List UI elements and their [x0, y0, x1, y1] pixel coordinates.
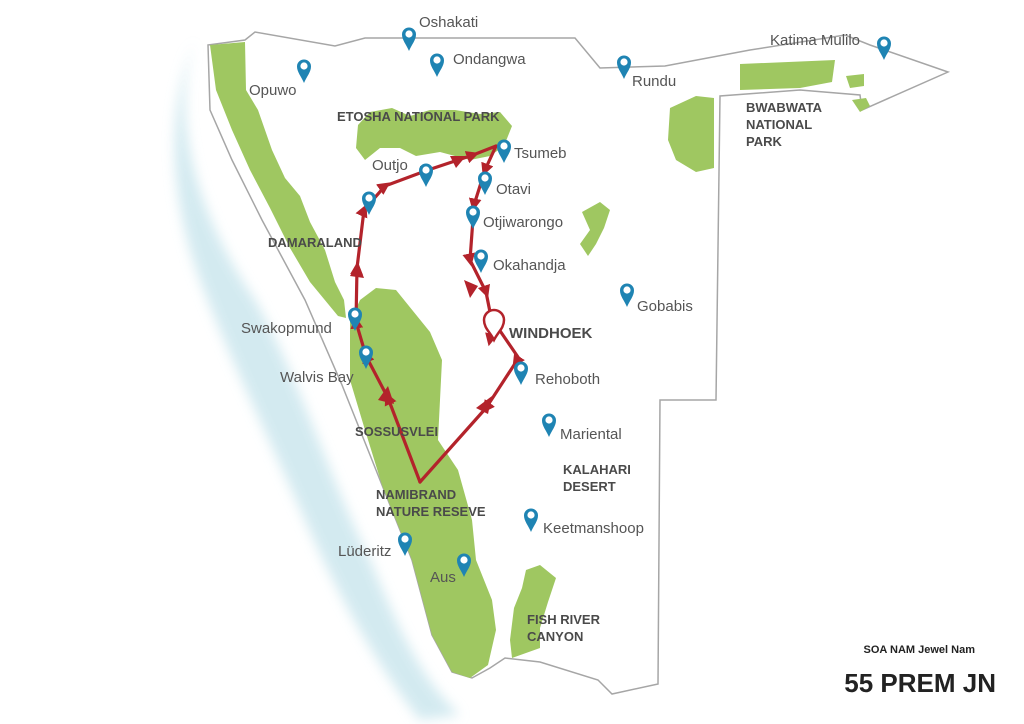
waterberg-park [580, 202, 610, 256]
label-rehoboth: Rehoboth [535, 371, 600, 388]
arrow-to-tsumeb [450, 156, 466, 168]
product-title: 55 PREM JN [844, 668, 996, 698]
etosha-national-park [356, 108, 512, 160]
arrow-north-1 [378, 386, 394, 404]
label-outjo: Outjo [372, 157, 408, 174]
label-fish-2: CANYON [527, 629, 583, 644]
product-code: SOA NAM Jewel Nam [864, 644, 976, 656]
bwabwata-park-east [846, 74, 864, 88]
label-gobabis: Gobabis [637, 298, 693, 315]
label-otavi: Otavi [496, 181, 531, 198]
route-leg-sossusvlei-swakopmund [350, 144, 498, 484]
bwabwata-park-west [740, 60, 835, 90]
label-ondangwa: Ondangwa [453, 51, 526, 68]
label-windhoek: WINDHOEK [509, 325, 592, 342]
route-leg-tsumeb-windhoek [462, 144, 498, 314]
mudumu-park [852, 98, 870, 112]
route-arrows [350, 156, 492, 414]
label-okahandja: Okahandja [493, 257, 566, 274]
namibia-outline [207, 31, 951, 695]
label-etosha: ETOSHA NATIONAL PARK [337, 109, 500, 124]
label-luderitz: Lüderitz [338, 543, 391, 560]
richtersveld-park [510, 565, 556, 658]
label-otjiwarongo: Otjiwarongo [483, 214, 563, 231]
label-keetmanshoop: Keetmanshoop [543, 520, 644, 537]
label-kalahari-1: KALAHARI [563, 462, 631, 477]
skeleton-coast-park [210, 42, 346, 318]
arrow-to-sossusvlei [476, 396, 492, 414]
region-labels: ETOSHA NATIONAL PARK BWABWATA NATIONAL P… [268, 100, 823, 644]
label-damaraland: DAMARALAND [268, 235, 362, 250]
label-tsumeb: Tsumeb [514, 145, 567, 162]
label-rundu: Rundu [632, 73, 676, 90]
label-bwabwata-1: BWABWATA [746, 100, 823, 115]
windhoek-marker [482, 308, 506, 343]
label-oshakati: Oshakati [419, 14, 478, 31]
arrow-north-2 [350, 262, 364, 278]
label-fish-1: FISH RIVER [527, 612, 601, 627]
khaudum-park [668, 96, 714, 172]
label-opuwo: Opuwo [249, 82, 297, 99]
label-namibrand-1: NAMIBRAND [376, 487, 456, 502]
label-bwabwata-2: NATIONAL [746, 117, 812, 132]
label-swakopmund: Swakopmund [241, 320, 332, 337]
label-walvis: Walvis Bay [280, 369, 354, 386]
label-namibrand-2: NATURE RESEVE [376, 504, 486, 519]
label-kalahari-2: DESERT [563, 479, 616, 494]
label-bwabwata-3: PARK [746, 134, 782, 149]
label-mariental: Mariental [560, 426, 622, 443]
arrow-south [464, 280, 478, 298]
town-labels: Oshakati Ondangwa Opuwo Rundu Katima Mul… [241, 14, 860, 586]
label-sossusvlei: SOSSUSVLEI [355, 424, 438, 439]
label-aus: Aus [430, 569, 456, 586]
label-katima: Katima Mulilo [770, 32, 860, 49]
